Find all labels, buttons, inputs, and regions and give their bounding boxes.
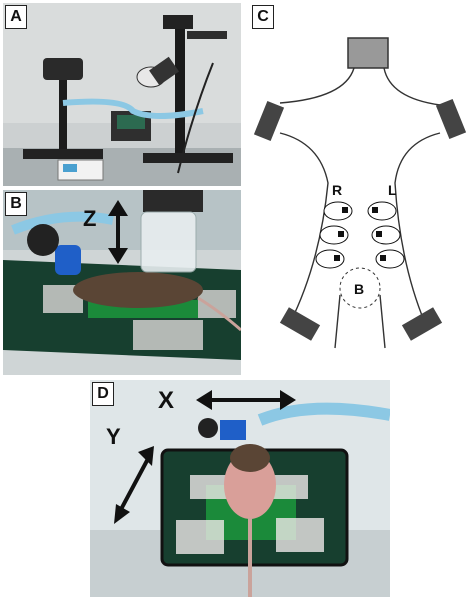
panel-c-diagram: B R L (250, 3, 471, 375)
panel-b-photo: Z (3, 190, 241, 375)
paw-pad-lower-left (401, 307, 443, 341)
mammary-glands-left (367, 201, 405, 269)
x-axis-label: X (158, 387, 174, 414)
panel-d-label: D (92, 382, 114, 406)
paw-pad-lower-right (279, 307, 321, 341)
bladder-label: B (354, 281, 364, 297)
panel-b: Z B (3, 190, 241, 375)
left-side-label: L (388, 182, 397, 198)
panel-d-photo: X Y (90, 380, 390, 597)
head-block (347, 37, 389, 69)
z-axis-label: Z (83, 206, 96, 231)
bladder-outline (339, 267, 381, 309)
panel-a: A (3, 3, 241, 186)
panel-c-label: C (252, 5, 274, 29)
panel-b-label: B (5, 192, 27, 216)
panel-d: X Y D (90, 380, 390, 597)
panel-c: B R L C (250, 3, 471, 375)
y-axis-label: Y (106, 424, 121, 449)
right-side-label: R (332, 182, 342, 198)
paw-pad-upper-left (435, 98, 467, 140)
mammary-glands-right (315, 201, 353, 269)
panel-a-photo (3, 3, 241, 186)
paw-pad-upper-right (253, 100, 285, 142)
panel-a-label: A (5, 5, 27, 29)
